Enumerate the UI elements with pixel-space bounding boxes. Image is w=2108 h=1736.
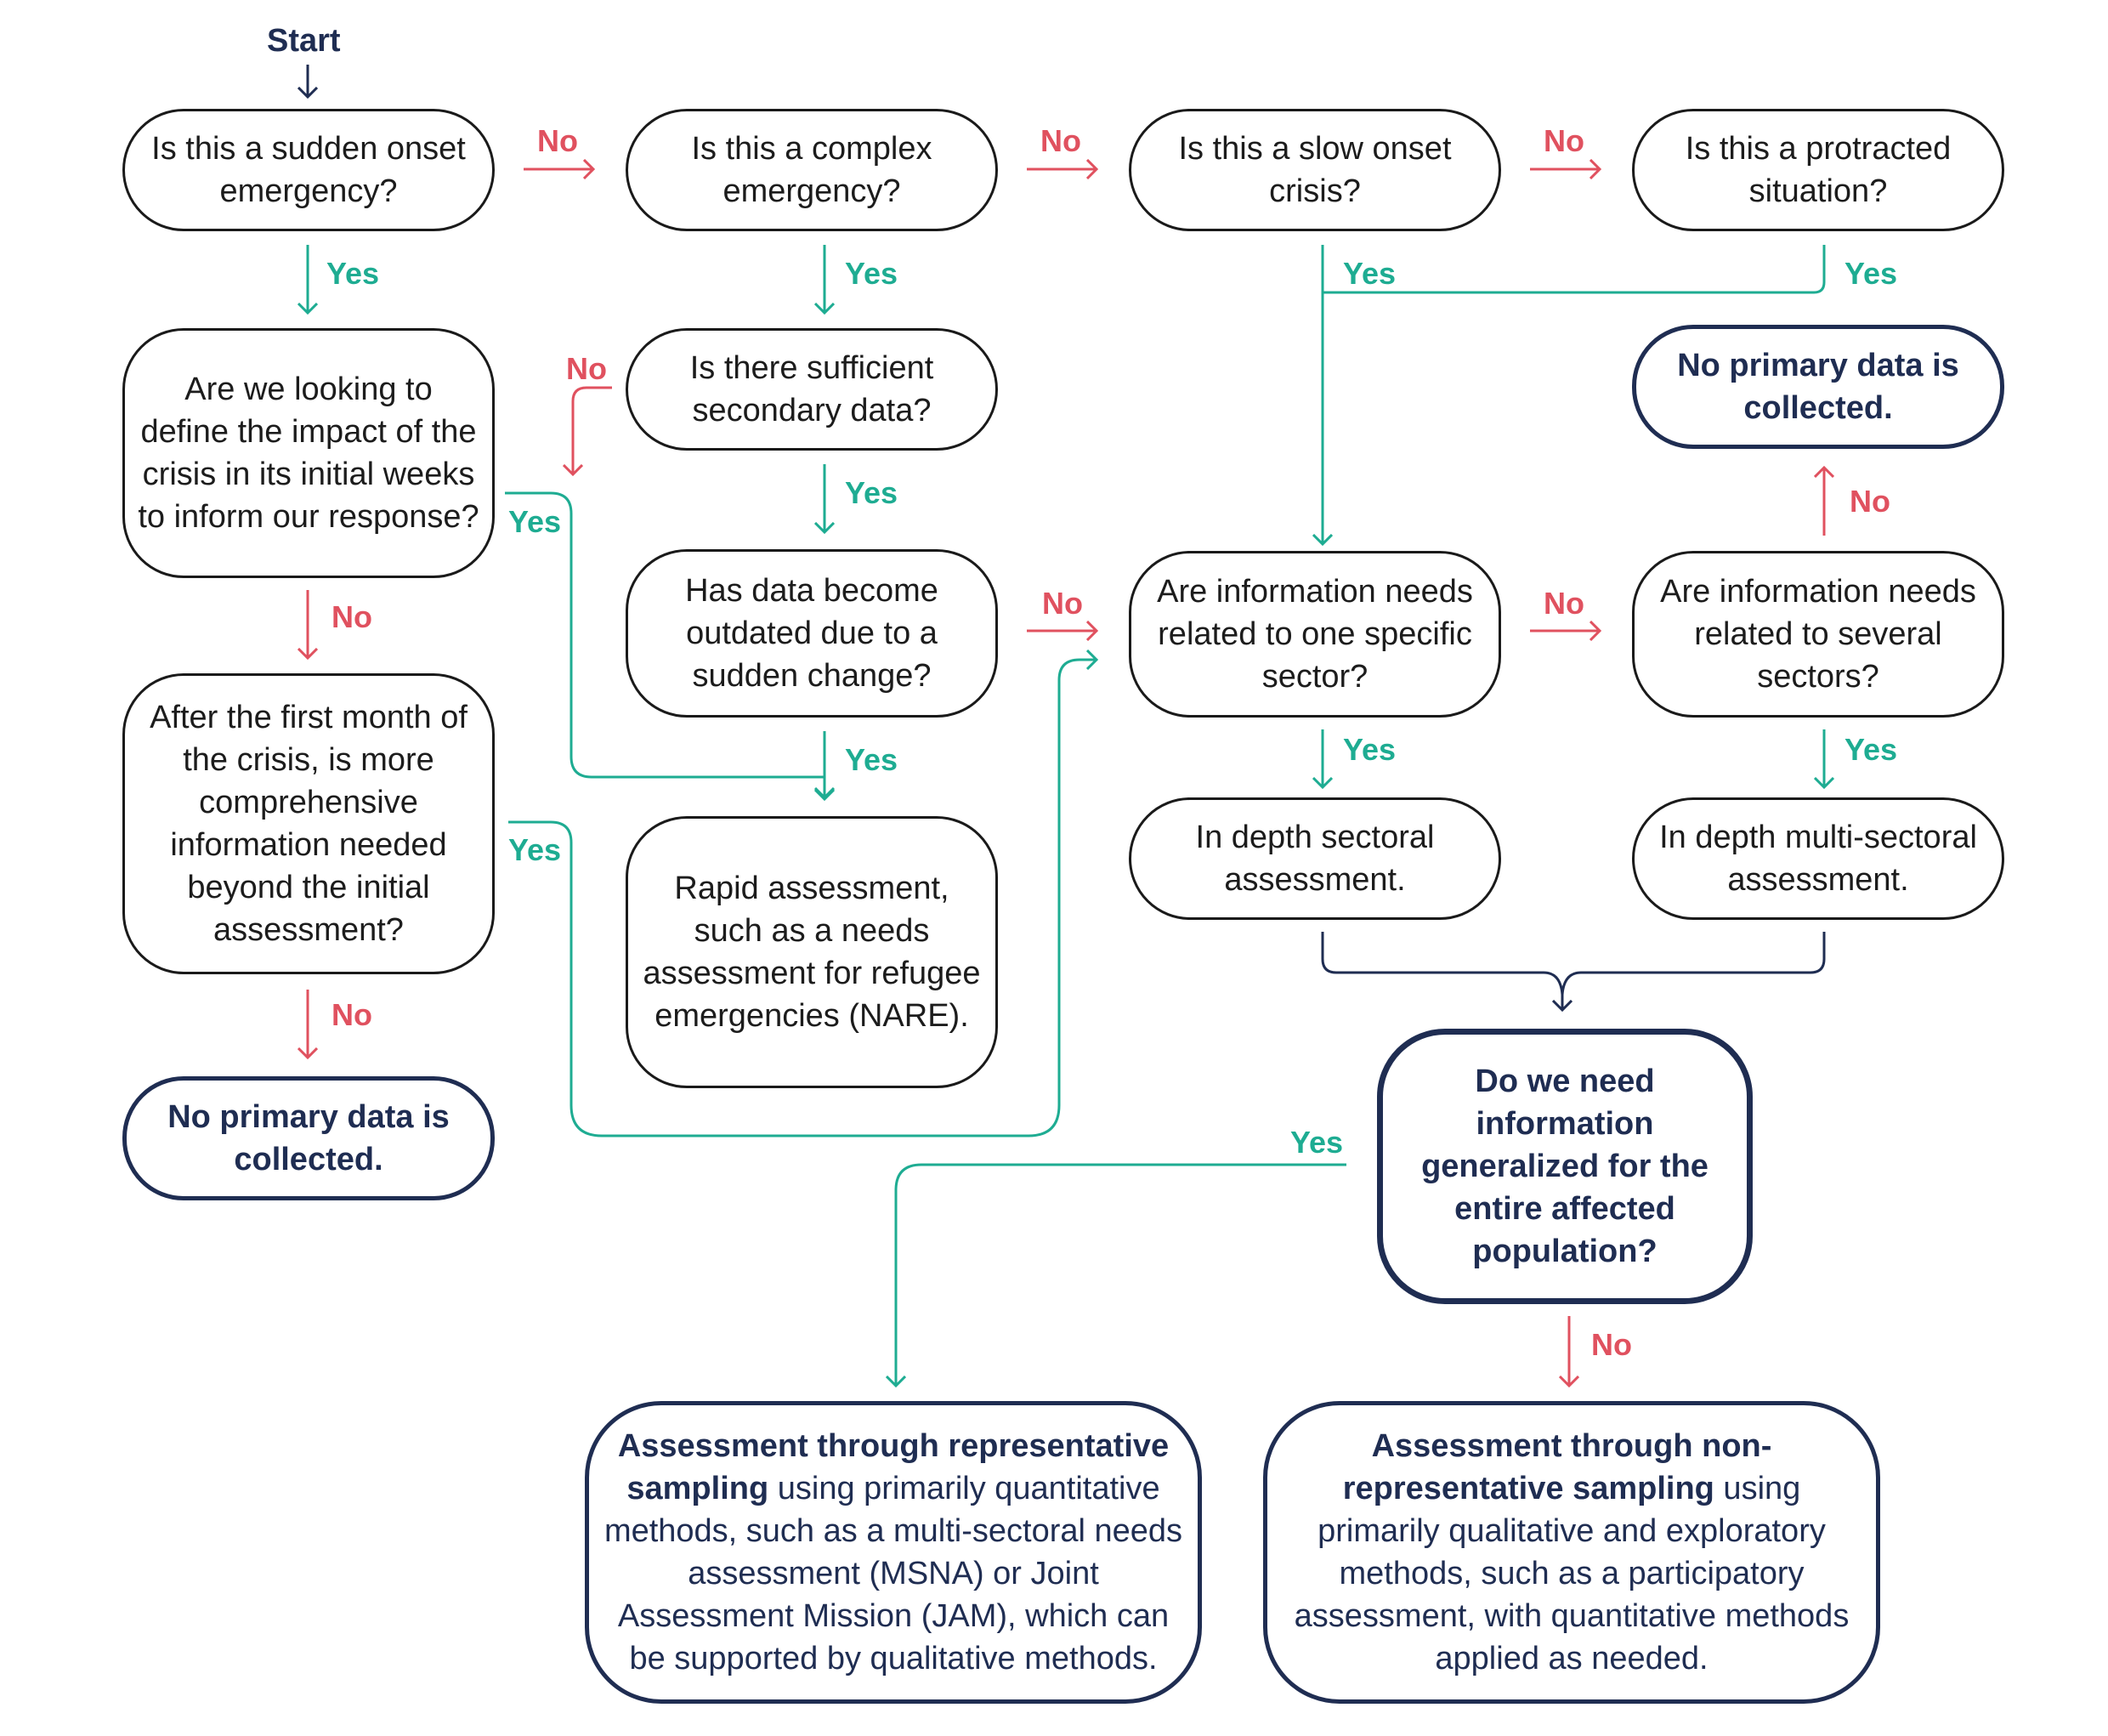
representative-rest: using primarily quantitative methods, su… bbox=[604, 1471, 1183, 1676]
non-representative-bold: Assessment through non-representative sa… bbox=[1342, 1428, 1772, 1506]
arrow-generalized-yes bbox=[896, 1163, 1346, 1386]
label-complex-no: No bbox=[1040, 123, 1081, 158]
node-rapid-assessment: Rapid assessment, such as a needs assess… bbox=[626, 816, 998, 1088]
label-generalized-yes: Yes bbox=[1290, 1125, 1344, 1160]
node-several-sectors: Are information needs related to several… bbox=[1632, 551, 2004, 718]
start-label: Start bbox=[267, 23, 341, 59]
representative-text: Assessment through representative sampli… bbox=[601, 1425, 1186, 1680]
node-one-sector: Are information needs related to one spe… bbox=[1129, 551, 1501, 718]
representative-bold: Assessment through representative sampli… bbox=[617, 1428, 1170, 1506]
node-representative-sampling: Assessment through representative sampli… bbox=[585, 1401, 1202, 1704]
label-after-no: No bbox=[332, 997, 372, 1032]
node-multi-sectoral-assessment: In depth multi-sectoral assessment. bbox=[1632, 797, 2004, 920]
arrow-secondary-no bbox=[573, 386, 612, 474]
label-outdated-yes: Yes bbox=[845, 742, 898, 777]
node-no-primary-data-right: No primary data is collected. bbox=[1632, 325, 2004, 449]
label-sudden-no: No bbox=[537, 123, 578, 158]
label-define-yes: Yes bbox=[508, 504, 562, 539]
bracket-merge bbox=[1321, 932, 1826, 996]
node-define-impact: Are we looking to define the impact of t… bbox=[122, 328, 495, 578]
node-protracted: Is this a protracted situation? bbox=[1632, 109, 2004, 231]
arrow-after-yes bbox=[508, 660, 1096, 1137]
label-slow-no: No bbox=[1544, 123, 1584, 158]
label-secondary-no: No bbox=[566, 351, 607, 386]
label-slow-yes: Yes bbox=[1343, 256, 1397, 291]
node-complex-emergency: Is this a complex emergency? bbox=[626, 109, 998, 231]
node-outdated-data: Has data become outdated due to a sudden… bbox=[626, 549, 998, 718]
node-secondary-data: Is there sufficient secondary data? bbox=[626, 328, 998, 451]
label-complex-yes: Yes bbox=[845, 256, 898, 291]
node-after-first-month: After the first month of the crisis, is … bbox=[122, 673, 495, 974]
label-define-no: No bbox=[332, 599, 372, 634]
label-several-yes: Yes bbox=[1844, 732, 1898, 767]
label-protracted-yes: Yes bbox=[1844, 256, 1898, 291]
label-several-no: No bbox=[1850, 484, 1890, 519]
node-sectoral-assessment: In depth sectoral assessment. bbox=[1129, 797, 1501, 920]
arrow-protracted-yes bbox=[1323, 245, 1826, 294]
label-secondary-yes: Yes bbox=[845, 475, 898, 510]
node-non-representative-sampling: Assessment through non-representative sa… bbox=[1263, 1401, 1880, 1704]
label-generalized-no: No bbox=[1591, 1327, 1632, 1362]
arrow-define-yes bbox=[505, 491, 824, 797]
node-slow-onset: Is this a slow onset crisis? bbox=[1129, 109, 1501, 231]
label-one-sector-yes: Yes bbox=[1343, 732, 1397, 767]
label-one-sector-no: No bbox=[1544, 586, 1584, 621]
node-generalized-information: Do we need information generalized for t… bbox=[1377, 1029, 1753, 1304]
label-after-yes: Yes bbox=[508, 832, 562, 867]
non-representative-text: Assessment through non-representative sa… bbox=[1279, 1425, 1864, 1680]
non-representative-rest: using primarily qualitative and explorat… bbox=[1294, 1471, 1850, 1676]
label-outdated-no: No bbox=[1042, 586, 1083, 621]
node-sudden-onset: Is this a sudden onset emergency? bbox=[122, 109, 495, 231]
label-sudden-yes: Yes bbox=[326, 256, 380, 291]
node-no-primary-data-left: No primary data is collected. bbox=[122, 1076, 495, 1200]
